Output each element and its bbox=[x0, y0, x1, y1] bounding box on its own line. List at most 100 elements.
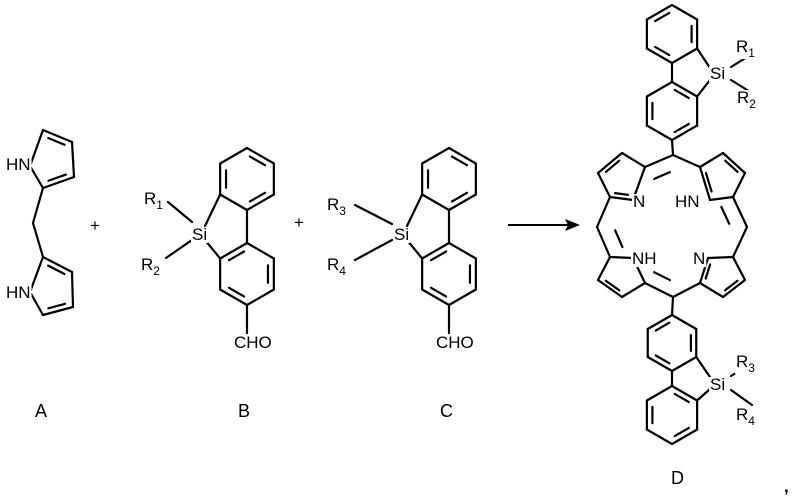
benzene-ring bbox=[429, 250, 448, 262]
benzene-ring bbox=[245, 288, 275, 307]
substituent-r1: R1 bbox=[144, 189, 163, 212]
pyrrole-ring bbox=[47, 302, 67, 310]
pyrrole-ring bbox=[698, 256, 710, 285]
label-background bbox=[709, 66, 727, 82]
atom-nh: NH bbox=[632, 249, 657, 268]
benzene-ring bbox=[673, 426, 690, 438]
label-background bbox=[393, 227, 411, 243]
bond bbox=[405, 238, 424, 260]
substituent-r3: R3 bbox=[736, 352, 755, 375]
pyrrole-ring bbox=[698, 165, 712, 202]
benzene-ring bbox=[245, 241, 275, 260]
benzene-ring bbox=[670, 313, 698, 331]
label-background bbox=[143, 191, 165, 211]
bond bbox=[643, 153, 675, 169]
benzene-ring bbox=[670, 124, 699, 142]
compound-a: HN HN A bbox=[5, 155, 49, 421]
benzene-ring bbox=[227, 286, 246, 298]
atom-n: N bbox=[693, 249, 705, 268]
atom-si: Si bbox=[192, 225, 207, 244]
benzene-ring bbox=[421, 146, 451, 165]
bond bbox=[671, 153, 702, 169]
label-background bbox=[439, 403, 454, 420]
bond bbox=[696, 387, 712, 402]
benzene-ring bbox=[227, 250, 246, 262]
substituent-r1: R1 bbox=[736, 37, 755, 60]
group-cho: CHO bbox=[234, 333, 272, 352]
benzene-ring bbox=[421, 241, 451, 260]
plus-sign: + bbox=[294, 213, 304, 232]
pyrrole-ring bbox=[708, 195, 735, 202]
pyrrole-ring bbox=[706, 255, 735, 260]
bond bbox=[405, 193, 424, 228]
pyrrole-ring bbox=[47, 136, 66, 146]
label-background bbox=[736, 90, 758, 110]
double-bond bbox=[614, 229, 624, 249]
pyrrole-ring bbox=[721, 278, 747, 299]
label-background bbox=[293, 215, 305, 231]
pyrrole-ring bbox=[596, 171, 612, 199]
substituent-r2: R2 bbox=[737, 88, 756, 111]
benzene-ring bbox=[646, 355, 674, 373]
label-background bbox=[233, 335, 273, 351]
benzene-ring bbox=[245, 146, 275, 165]
pyrrole-ring bbox=[731, 255, 747, 282]
benzene-ring bbox=[421, 288, 451, 307]
benzene-ring bbox=[645, 124, 674, 142]
bond bbox=[353, 203, 394, 226]
atom-si-top: Si bbox=[710, 64, 725, 83]
bond bbox=[670, 295, 675, 317]
compound-d: Si R1 R2 N HN NH N Si R3 R4 D bbox=[631, 37, 758, 488]
benzene-ring bbox=[421, 193, 451, 212]
benzene-ring bbox=[670, 355, 698, 373]
label-background bbox=[632, 194, 647, 210]
benzene-ring bbox=[670, 80, 699, 98]
pyrrole-ring bbox=[731, 171, 747, 199]
atom-hn-upper: HN bbox=[6, 155, 31, 174]
label-background bbox=[692, 251, 707, 267]
pyrrole-ring bbox=[608, 195, 635, 202]
atom-n: N bbox=[633, 192, 645, 211]
label-background bbox=[735, 354, 757, 374]
pyrrole-ring bbox=[596, 151, 624, 175]
compound-label-c: C bbox=[440, 401, 453, 421]
label-background bbox=[670, 470, 685, 487]
bond bbox=[595, 225, 612, 259]
pyrrole-ring bbox=[70, 140, 76, 179]
pyrrole-ring bbox=[704, 263, 712, 280]
compound-label-a: A bbox=[35, 401, 47, 421]
bond bbox=[595, 195, 612, 229]
compound-label-b: B bbox=[238, 401, 250, 421]
pyrrole-ring bbox=[724, 279, 739, 292]
double-bond bbox=[653, 171, 672, 180]
benzene-ring bbox=[429, 286, 448, 298]
benzene-ring bbox=[654, 11, 671, 23]
double-bond bbox=[653, 271, 672, 282]
label-background bbox=[709, 377, 727, 393]
benzene-ring bbox=[219, 288, 249, 307]
bond bbox=[203, 193, 222, 228]
pyrrole-ring bbox=[41, 305, 75, 317]
benzene-ring bbox=[670, 384, 699, 402]
substituent-r4: R4 bbox=[736, 405, 755, 428]
bond bbox=[696, 78, 712, 98]
label-background bbox=[5, 157, 32, 173]
pyrrole-ring bbox=[620, 151, 647, 169]
pyrrole-ring bbox=[47, 173, 67, 182]
label-background bbox=[191, 227, 209, 243]
label-background bbox=[735, 39, 757, 59]
bond-lines bbox=[28, 3, 754, 446]
label-background bbox=[326, 197, 348, 217]
pyrrole-ring bbox=[70, 270, 75, 309]
pyrrole-ring bbox=[721, 151, 747, 175]
benzene-ring bbox=[673, 88, 690, 100]
pyrrole-ring bbox=[698, 281, 725, 299]
label-background bbox=[674, 194, 701, 210]
bond bbox=[203, 238, 222, 260]
pyrrole-ring bbox=[596, 278, 624, 299]
pyrrole-ring bbox=[28, 255, 45, 294]
pyrrole-ring bbox=[724, 159, 739, 174]
benzene-ring bbox=[645, 384, 674, 402]
